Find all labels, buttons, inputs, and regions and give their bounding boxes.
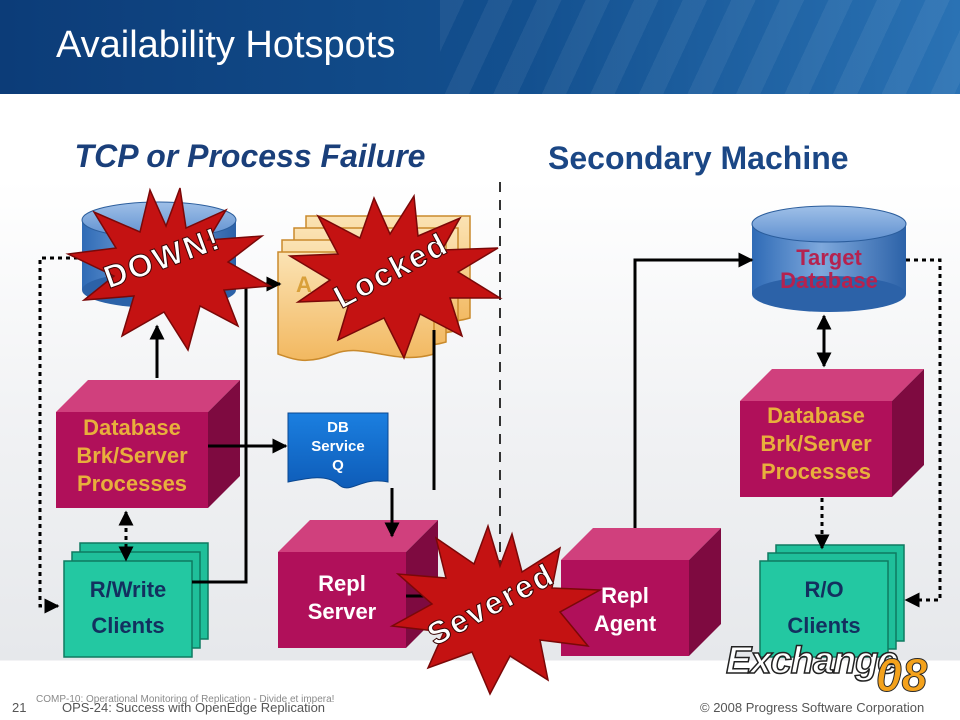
- ro-clients-stack: [759, 544, 905, 658]
- rw-clients-label: R/Write Clients: [89, 577, 167, 638]
- severed-burst: Severed: [389, 523, 603, 696]
- rw-clients-stack: [63, 542, 209, 658]
- right-heading: Secondary Machine: [548, 140, 849, 176]
- repl-server-label: Repl Server: [307, 571, 377, 624]
- db-process-box-left: [56, 380, 240, 508]
- db-service-q-label: DB Service Q: [311, 419, 365, 474]
- footer-underlay-text: COMP-10: Operational Monitoring of Repli…: [36, 694, 335, 705]
- target-ro-dotted-loop: [904, 258, 942, 608]
- footer-session: OPS-24: Success with OpenEdge Replicatio…: [62, 700, 326, 715]
- target-database: [751, 205, 907, 312]
- ai-files-label: A: [296, 272, 312, 297]
- slide-title: Availability Hotspots: [56, 24, 396, 66]
- repl-agent-box: [561, 528, 721, 656]
- left-heading: TCP or Process Failure: [14, 132, 486, 180]
- agent-to-target-arrow: [633, 252, 754, 528]
- repl-agent-label: Repl Agent: [593, 583, 657, 636]
- footer-copyright: © 2008 Progress Software Corporation: [700, 700, 925, 715]
- db-processes-left-label: Database Brk/Server Processes: [76, 415, 188, 496]
- exchange-logo-word: Exchange: [725, 639, 899, 683]
- clients-db-dotted-loop: [38, 256, 82, 614]
- ro-clients-label: R/O Clients: [787, 577, 861, 638]
- footer-page-number: 21: [12, 700, 27, 715]
- db-processes-right-label: Database Brk/Server Processes: [760, 403, 872, 484]
- db-service-queue: [287, 412, 389, 489]
- title-bar: Availability Hotspots: [0, 0, 960, 94]
- target-db-label: Target Database: [780, 245, 878, 293]
- db-process-box-right: [740, 369, 924, 497]
- down-burst: DOWN!: [65, 187, 273, 352]
- connectors-right: [633, 252, 942, 608]
- exchange-logo-number: 08: [875, 649, 928, 702]
- locked-burst: Locked: [287, 193, 503, 360]
- title-bar-pattern: [440, 0, 960, 94]
